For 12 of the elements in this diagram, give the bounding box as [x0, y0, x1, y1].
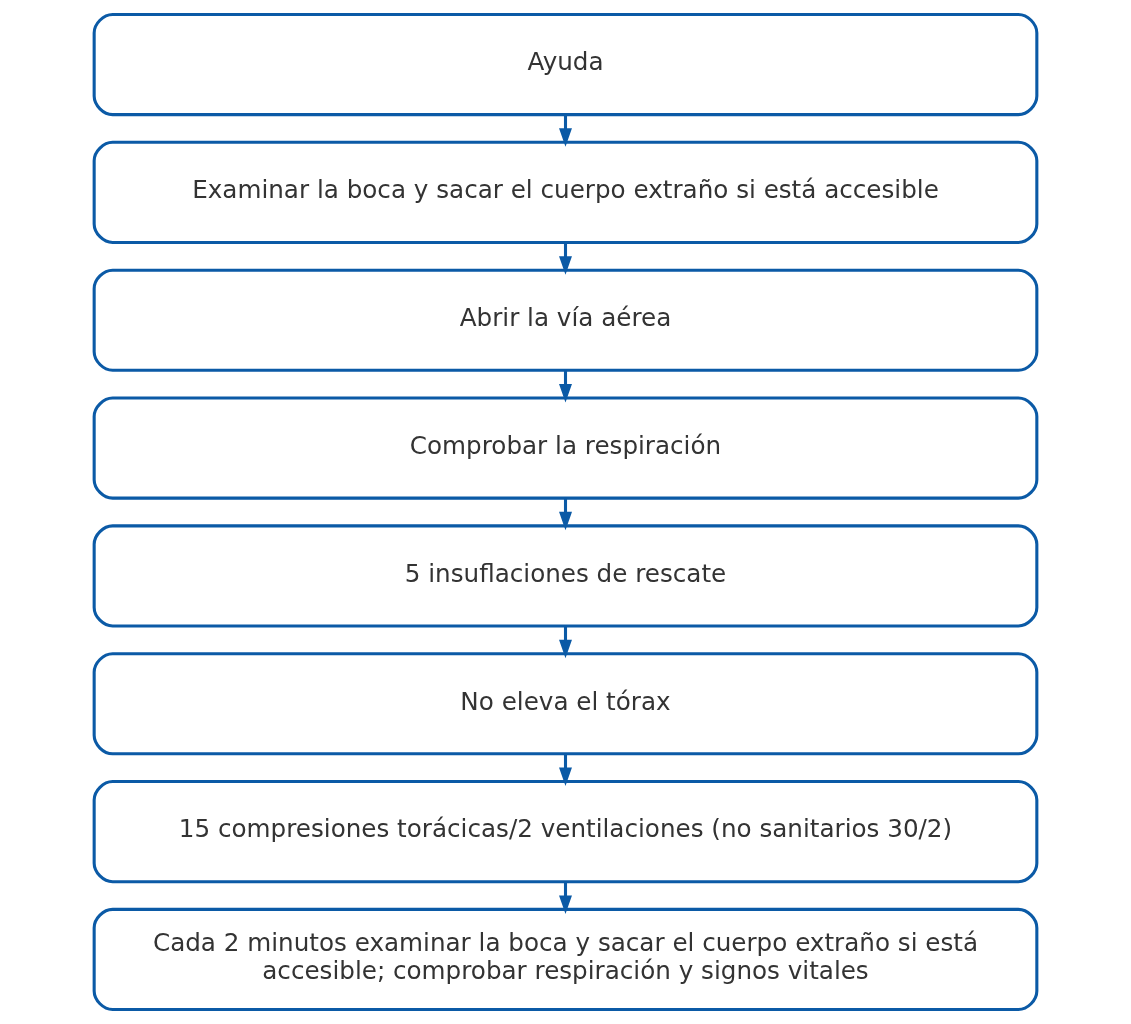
node-box: 15 compresiones torácicas/2 ventilaciones (no sanitarios 30/2) — [92, 780, 1039, 884]
node-box: Cada 2 minutos examinar la boca y sacar el cuerpo extraño si está accesible; comprobar respiración y signos vitales — [92, 907, 1039, 1012]
arrow — [559, 370, 572, 403]
arrow — [559, 753, 572, 787]
node-box: Examinar la boca y sacar el cuerpo extraño si está accesible — [92, 140, 1039, 244]
node-box: Comprobar la respiración — [92, 396, 1039, 500]
node-box: Abrir la vía aérea — [92, 268, 1039, 372]
node-box: No eleva el tórax — [92, 652, 1039, 756]
node-box: 5 insuflaciones de rescate — [92, 524, 1039, 628]
arrow — [559, 498, 572, 531]
node-box: Ayuda — [92, 12, 1039, 117]
arrow — [559, 626, 572, 659]
